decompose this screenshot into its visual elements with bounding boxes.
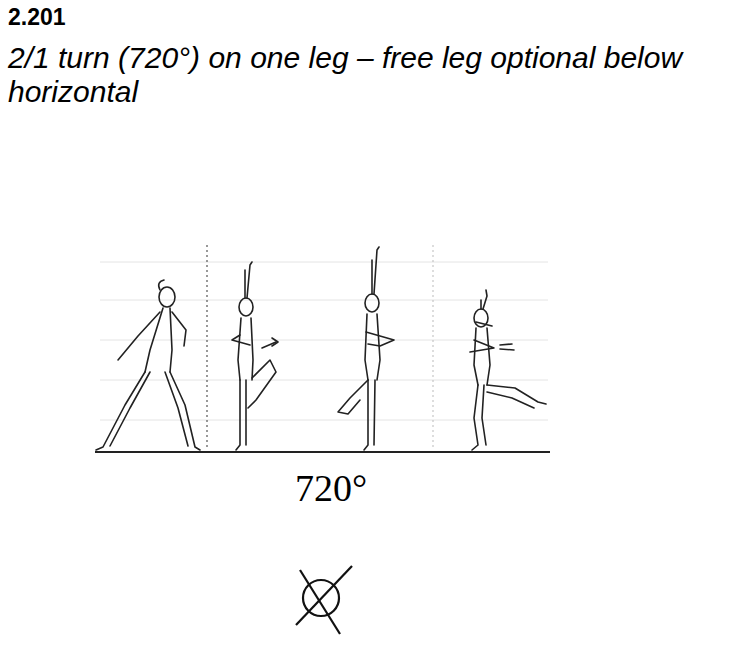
divider-line	[433, 245, 434, 448]
gymnast-figure	[338, 247, 394, 450]
element-number: 2.201	[8, 4, 308, 31]
turn-symbol	[296, 566, 352, 634]
divider-line	[206, 245, 207, 448]
rotation-label: 720°	[295, 466, 367, 510]
background-lines	[100, 262, 548, 420]
gymnast-figure	[96, 280, 200, 450]
gymnast-figure	[470, 290, 546, 450]
gymnast-figure	[232, 262, 278, 450]
floor-line	[95, 451, 550, 453]
element-description: 2/1 turn (720°) on one leg – free leg op…	[8, 41, 708, 109]
